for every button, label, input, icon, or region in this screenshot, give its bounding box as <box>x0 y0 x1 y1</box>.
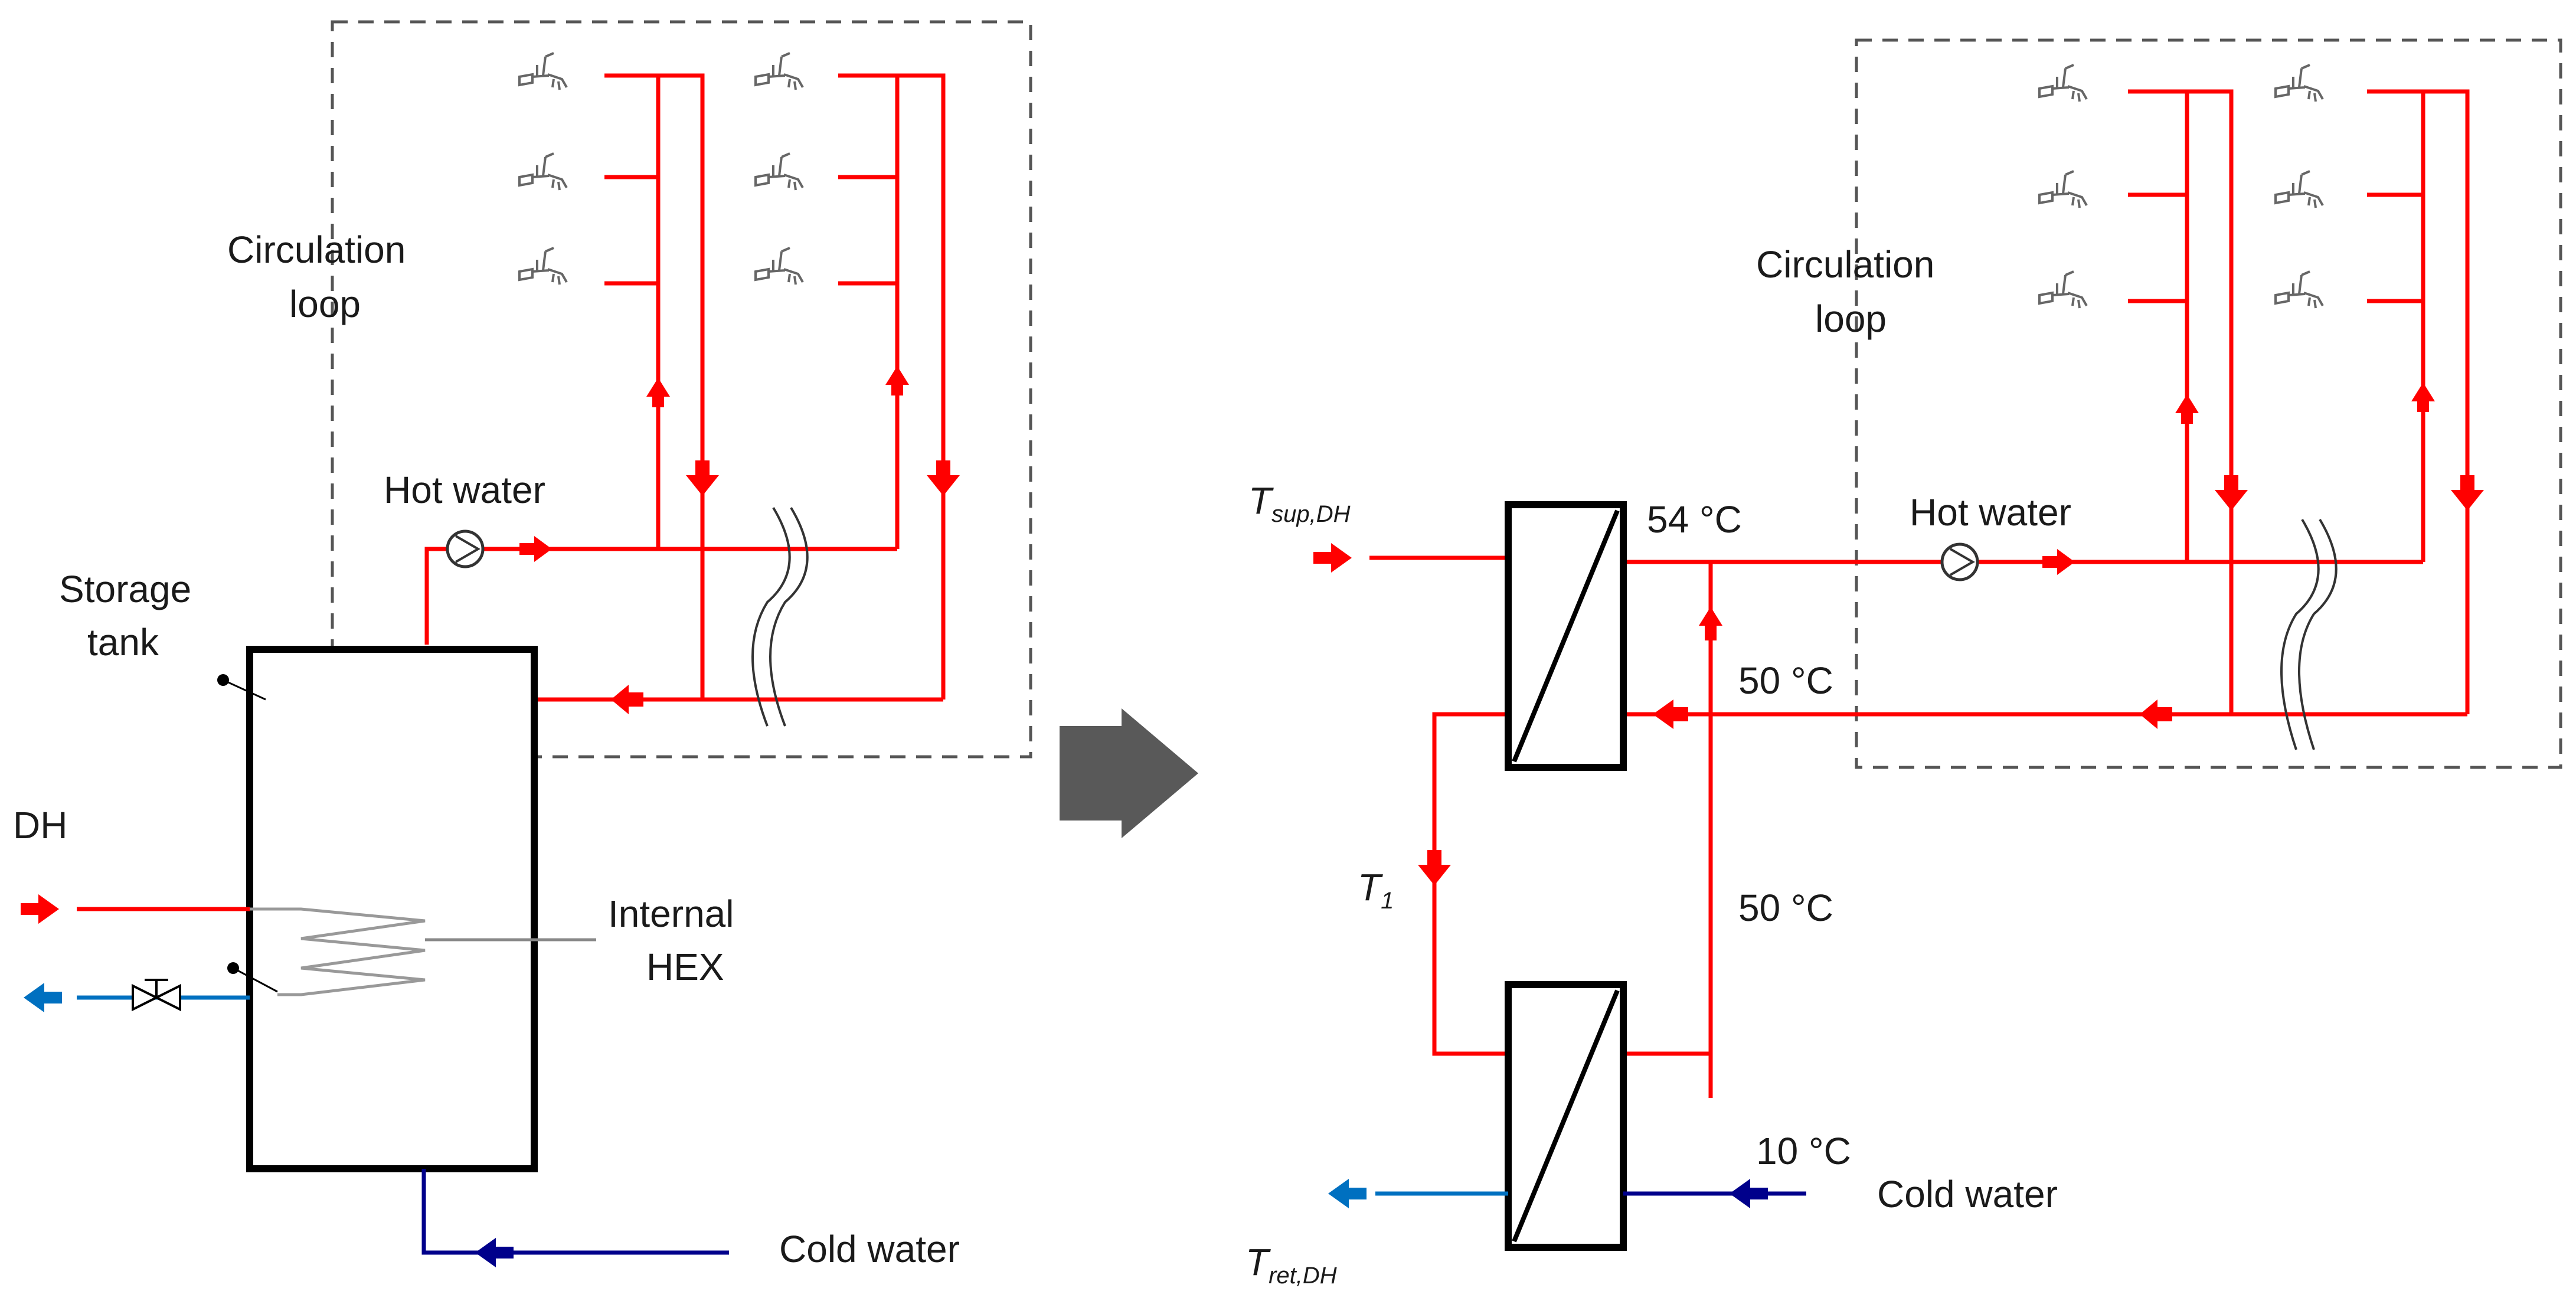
upper-heat-exchanger <box>1505 501 1627 771</box>
temp-50-mid-label: 50 °C <box>1738 887 1833 929</box>
pump-triangle-icon <box>455 535 480 563</box>
internal-hex-label-2: HEX <box>646 946 724 988</box>
right-circulation-label-2: loop <box>1815 298 1887 340</box>
lower-heat-exchanger <box>1505 981 1627 1251</box>
pump-icon <box>1940 542 1979 581</box>
storage-tank-label-2: tank <box>87 621 159 663</box>
arrow-down-icon <box>2215 475 2248 511</box>
arrow-right-icon <box>519 536 552 562</box>
right-flow-arrows <box>1313 383 2484 885</box>
dh-label: DH <box>13 804 67 846</box>
left-hot-water-pipes <box>424 73 946 702</box>
left-circulation-label-1: Circulation <box>227 228 406 271</box>
faucet-icon <box>754 247 804 286</box>
left-circulation-boundary <box>331 20 1032 759</box>
right-cold-water-label: Cold water <box>1877 1173 2058 1215</box>
right-circulation-label-1: Circulation <box>1756 243 1934 286</box>
arrow-down-icon <box>927 460 960 496</box>
arrow-up-icon <box>2175 394 2199 424</box>
arrow-up-icon <box>1699 607 1722 640</box>
pump-triangle-icon <box>1949 548 1975 576</box>
pipe-break-icon <box>751 506 809 727</box>
arrow-down-icon <box>2451 475 2484 511</box>
faucet-icon <box>2274 170 2324 209</box>
faucet-icon <box>2038 64 2088 103</box>
left-circulation-label-2: loop <box>289 283 361 325</box>
temp-50-top-label: 50 °C <box>1738 659 1833 702</box>
arrow-left-icon <box>1653 699 1688 729</box>
t-sup-label: Tsup,DH <box>1248 479 1351 527</box>
arrow-left-icon <box>2140 699 2172 729</box>
arrow-left-icon <box>611 685 643 714</box>
faucet-icon <box>754 152 804 191</box>
pipe-break-icon <box>2280 518 2338 750</box>
arrow-right-icon <box>2042 549 2075 575</box>
t1-label: T1 <box>1358 866 1394 914</box>
arrow-left-icon <box>1328 1179 1367 1208</box>
faucet-icon <box>2038 270 2088 309</box>
arrow-left-icon <box>475 1238 514 1267</box>
left-system: Circulation loop Hot water Storage tank … <box>13 20 1032 1270</box>
arrow-up-icon <box>2411 383 2435 412</box>
temp-10-label: 10 °C <box>1756 1130 1851 1172</box>
arrow-down-icon <box>1418 850 1451 885</box>
left-hot-water-label: Hot water <box>384 469 545 511</box>
arrow-right-icon <box>1313 543 1352 573</box>
t-ret-label: Tret,DH <box>1245 1241 1337 1289</box>
left-cold-water-pipe <box>421 1169 729 1255</box>
arrow-left-icon <box>24 983 62 1012</box>
sensor-line <box>233 967 278 993</box>
arrow-down-icon <box>686 460 719 496</box>
arrow-left-icon <box>1730 1179 1768 1208</box>
right-system: Circulation loop Hot water Tsup,DH Tret,… <box>1245 38 2562 1289</box>
storage-tank-label-1: Storage <box>59 568 191 610</box>
faucet-icon <box>2038 170 2088 209</box>
faucet-icon <box>754 52 804 91</box>
right-circulation-boundary <box>1855 38 2562 769</box>
transition-arrow-icon <box>1060 708 1198 838</box>
faucet-icon <box>2274 270 2324 309</box>
faucet-icon <box>518 152 568 191</box>
internal-hex-coil <box>250 907 426 996</box>
right-hot-water-label: Hot water <box>1910 491 2071 534</box>
left-cold-water-label: Cold water <box>779 1228 960 1270</box>
left-flow-arrows <box>519 366 960 714</box>
internal-hex-label-1: Internal <box>608 893 734 935</box>
arrow-right-icon <box>21 894 59 924</box>
faucet-icon <box>518 247 568 286</box>
arrow-up-icon <box>646 378 670 407</box>
faucet-icon <box>518 52 568 91</box>
temp-54-label: 54 °C <box>1647 498 1742 541</box>
pump-icon <box>446 529 485 568</box>
faucet-icon <box>2274 64 2324 103</box>
sensor-line <box>223 679 266 701</box>
arrow-up-icon <box>885 366 909 395</box>
